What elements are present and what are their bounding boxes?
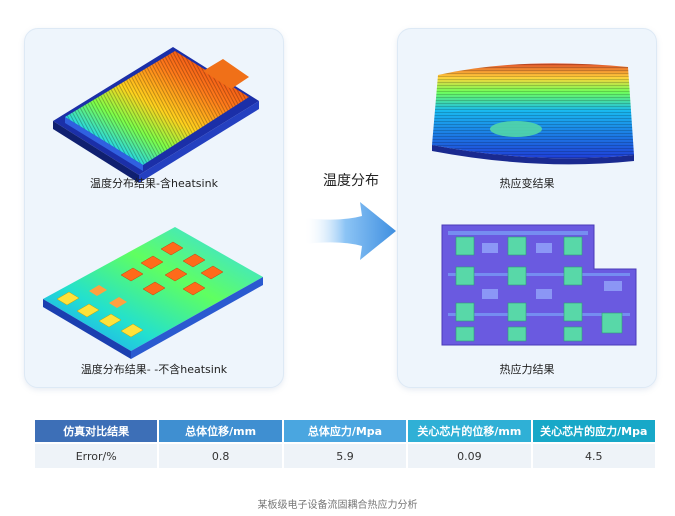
header-total-displacement: 总体位移/mm	[159, 420, 282, 442]
temperature-no-heatsink-render	[43, 227, 263, 359]
temperature-heatsink-render	[53, 47, 259, 183]
footnote: 某板级电子设备流固耦合热应力分析	[257, 500, 418, 511]
flow-title: 温度分布	[323, 173, 379, 189]
caption-stress: 热应力结果	[499, 363, 555, 376]
caption-no-heatsink: 温度分布结果- -不含heatsink	[80, 363, 228, 376]
caption-strain: 热应变结果	[499, 177, 555, 190]
right-panel: 热应变结果 热应力	[397, 28, 657, 388]
cell-total-displacement: 0.8	[159, 442, 282, 468]
flow-arrow-icon	[304, 202, 396, 260]
caption-heatsink: 温度分布结果-含heatsink	[90, 177, 218, 190]
header-comparison: 仿真对比结果	[35, 420, 158, 442]
header-chip-displacement: 关心芯片的位移/mm	[408, 420, 531, 442]
cell-total-stress: 5.9	[283, 442, 407, 468]
cell-chip-displacement: 0.09	[408, 442, 531, 468]
header-total-stress: 总体应力/Mpa	[283, 420, 407, 442]
table-header-row: 仿真对比结果 总体位移/mm 总体应力/Mpa 关心芯片的位移/mm 关心芯片的…	[35, 420, 655, 442]
cell-chip-stress: 4.5	[532, 442, 655, 468]
table-row: Error/% 0.8 5.9 0.09 4.5	[35, 442, 655, 468]
header-chip-stress: 关心芯片的应力/Mpa	[532, 420, 655, 442]
left-panel: 温度分布结果-含heatsink	[24, 28, 284, 388]
thermal-stress-render	[441, 224, 637, 346]
thermal-strain-render	[432, 63, 634, 165]
results-table: 仿真对比结果 总体位移/mm 总体应力/Mpa 关心芯片的位移/mm 关心芯片的…	[33, 420, 657, 468]
row-label: Error/%	[35, 442, 158, 468]
